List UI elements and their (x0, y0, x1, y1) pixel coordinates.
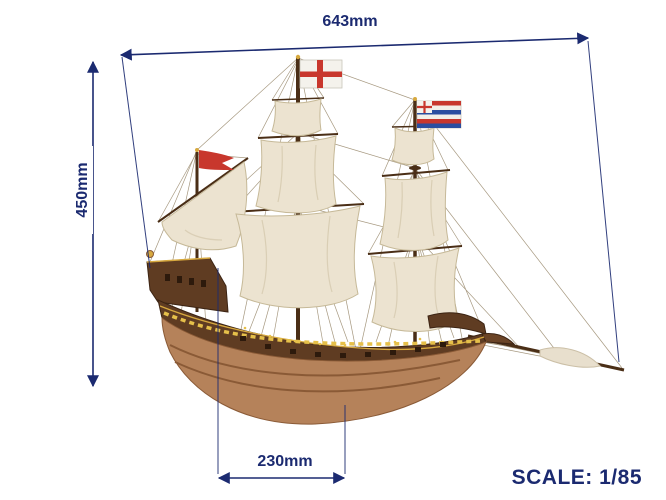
main-topgallant-yard (271, 97, 325, 101)
fore-topsail (379, 171, 449, 251)
fore-topsail-yard (381, 169, 451, 177)
extension-lines (121, 40, 620, 474)
forecastle (427, 312, 487, 335)
main-topsail (255, 135, 337, 214)
gunports (240, 336, 446, 358)
stern-windows (165, 274, 206, 287)
beam-dimension-label: 230mm (241, 452, 329, 472)
height-dimension-label: 450mm (73, 146, 93, 234)
ship-hull (146, 250, 516, 425)
sails (161, 98, 460, 332)
sail-shading (184, 144, 439, 319)
lateen-yard (157, 157, 249, 223)
spritsail-furled (539, 347, 601, 368)
galleon-model (146, 54, 625, 425)
beakhead (481, 333, 516, 345)
main-course-sail (235, 205, 361, 309)
scale-label: SCALE: 1/85 (511, 466, 642, 489)
gold-dots (243, 326, 422, 347)
st-george-flag (299, 59, 343, 89)
width-dimension-line (119, 32, 590, 61)
gold-trim-line (159, 305, 485, 351)
dimension-annotations (87, 32, 620, 484)
striped-ensign-flag (416, 100, 462, 129)
red-pennant-flag (199, 150, 234, 170)
main-topgallant-sail (271, 98, 322, 137)
lateen-sail (161, 161, 248, 251)
yellow-dashed-band (163, 311, 481, 346)
fore-topgallant-sail (391, 127, 435, 166)
width-dimension-label: 643mm (306, 12, 394, 32)
